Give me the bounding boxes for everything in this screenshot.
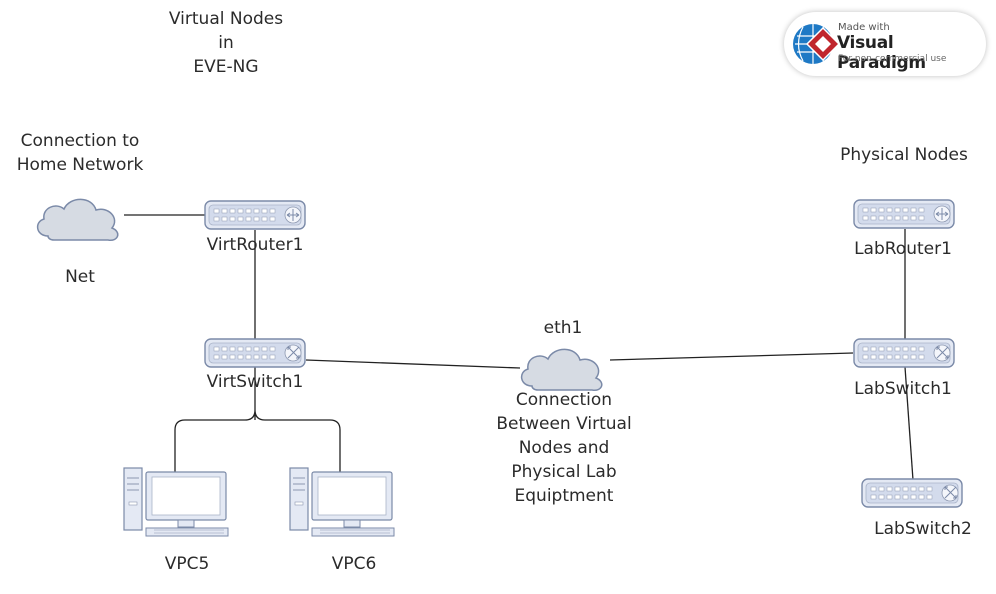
title-line: EVE-NG (193, 57, 259, 77)
eth1-description: Connection Between Virtual Nodes and Phy… (474, 388, 654, 508)
labrouter1-device[interactable] (853, 199, 955, 229)
label-line: Home Network (16, 155, 144, 175)
cloud-icon (36, 198, 119, 242)
non-commercial-text: For non-commercial use (838, 54, 947, 64)
physical-nodes-label: Physical Nodes (840, 145, 968, 165)
virtrouter1-label: VirtRouter1 (206, 235, 304, 255)
virtrouter1-device[interactable] (204, 200, 306, 230)
made-with-badge: Made with Visual Paradigm For non-commer… (784, 12, 986, 76)
labswitch1-label: LabSwitch1 (854, 379, 952, 399)
pc-icon[interactable] (289, 467, 395, 537)
label-line: Connection to (20, 131, 140, 151)
net-label: Net (65, 267, 95, 287)
desc-line: Connection (515, 390, 613, 410)
link-labswitch1-labswitch2 (904, 366, 914, 481)
title-line: Virtual Nodes (168, 9, 284, 29)
vpc5-label: VPC5 (164, 554, 210, 574)
switch-icon (853, 338, 955, 368)
desc-line: Nodes and (518, 438, 610, 458)
links (124, 214, 914, 481)
cloud-icon (520, 348, 603, 392)
switch-icon (861, 478, 963, 508)
brand-text: Visual Paradigm (837, 33, 926, 73)
desc-line: Physical Lab (511, 462, 617, 482)
labrouter1-label: LabRouter1 (854, 239, 952, 259)
labswitch2-device[interactable] (861, 478, 963, 508)
link-virtswitch-eth1 (305, 359, 521, 369)
virtswitch1-label: VirtSwitch1 (206, 372, 304, 392)
desc-line: Equiptment (514, 486, 614, 506)
desc-line: Between Virtual (496, 414, 632, 434)
link-eth1-labswitch1 (609, 352, 854, 361)
diagram-title: Virtual Nodes in EVE-NG (146, 7, 306, 79)
labswitch2-label: LabSwitch2 (874, 519, 972, 539)
pc-icon[interactable] (123, 467, 229, 537)
labswitch1-device[interactable] (853, 338, 955, 368)
eth1-label: eth1 (543, 318, 583, 338)
made-with-text: Made with (838, 22, 890, 33)
vpc6-label: VPC6 (331, 554, 377, 574)
home-network-label: Connection to Home Network (0, 129, 160, 177)
virtswitch1-device[interactable] (204, 338, 306, 368)
link-virtswitch-vpcs (174, 367, 341, 474)
title-line: in (218, 33, 234, 53)
switch-icon (204, 338, 306, 368)
